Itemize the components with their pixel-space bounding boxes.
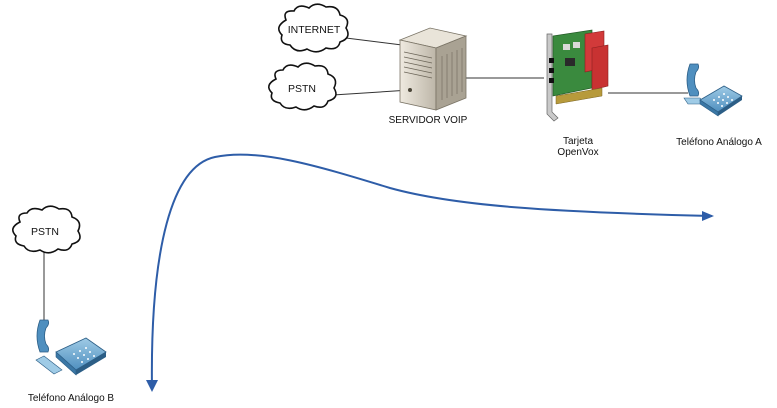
phone-b-label: Teléfono Análogo B [28, 393, 115, 404]
phone-a-label: Teléfono Análogo A [676, 137, 762, 148]
cloud-label-internet: INTERNET [288, 24, 341, 36]
curved-arrow-icon [150, 153, 713, 391]
link-internet-server [345, 37, 411, 47]
pci-card-icon: Tarjeta OpenVox [546, 29, 609, 158]
telephone-icon-b: Teléfono Análogo B [28, 319, 115, 404]
cloud-label-pstn-top: PSTN [288, 83, 316, 95]
connection-lines [43, 37, 688, 330]
cloud-icon-pstn-left: PSTN [12, 205, 81, 254]
arrowhead-down [146, 380, 158, 392]
cloud-icon-internet: INTERNET [278, 3, 349, 53]
arrowhead-right [702, 211, 714, 221]
server-icon: SERVIDOR VOIP [389, 27, 468, 126]
card-label-line2: OpenVox [557, 147, 598, 158]
telephone-icon-a: Teléfono Análogo A [676, 63, 762, 148]
cloud-icon-pstn-top: PSTN [268, 62, 337, 111]
server-label: SERVIDOR VOIP [389, 115, 468, 126]
cloud-label-pstn-left: PSTN [31, 226, 59, 238]
link-pstn-server [332, 89, 411, 96]
card-label-line1: Tarjeta [563, 136, 593, 147]
